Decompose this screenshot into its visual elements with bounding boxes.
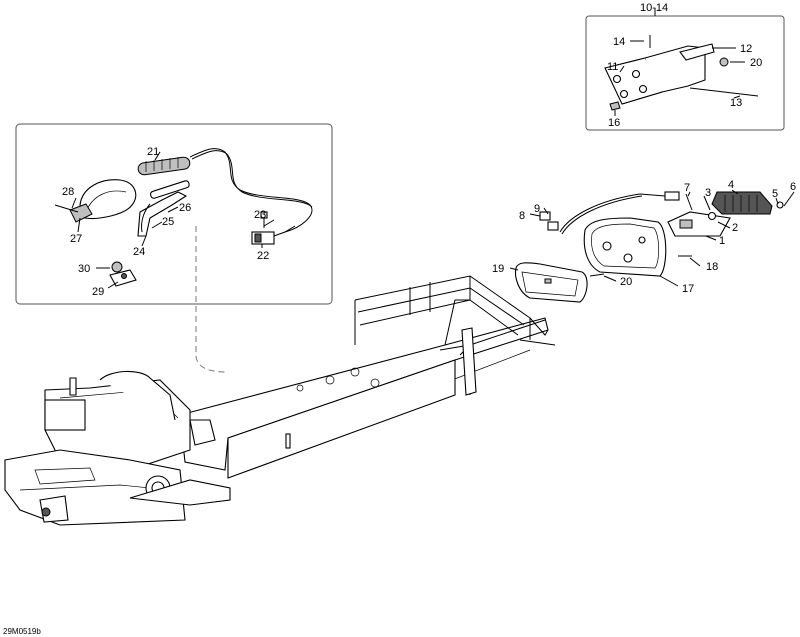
callout-21: 21 [147,146,159,158]
callout-26: 26 [179,202,191,214]
callout-labels: 1 2 3 4 5 6 7 8 9 11 12 13 14 16 17 18 1… [3,2,796,636]
callout-4: 4 [728,179,734,191]
callout-29: 29 [92,286,104,298]
callout-1: 1 [719,235,725,247]
callout-22: 22 [257,250,269,262]
callout-30: 30 [78,263,90,275]
connector-part [251,211,296,245]
taillight-wire [559,193,666,233]
callout-6: 6 [790,181,796,193]
callout-20-taillight: 20 [620,276,632,288]
callout-5: 5 [772,188,778,200]
bracket-part [137,180,190,237]
taillight-housing [583,217,667,277]
lamp-part [667,211,731,237]
callout-2: 2 [732,222,738,234]
wire-harness [189,148,313,233]
license-bracket-part [604,35,759,111]
taillight-lens [514,262,588,303]
callout-7: 7 [684,182,690,194]
callout-25: 25 [162,216,174,228]
mirror-part [54,179,137,223]
callout-11: 11 [607,61,618,73]
callout-18: 18 [706,261,718,273]
callout-27: 27 [70,233,82,245]
callout-14: 14 [613,36,625,48]
grip-part [137,156,191,176]
callout-3: 3 [705,187,711,199]
leader-lines [71,40,795,289]
callout-19: 19 [492,263,504,275]
detail-box-handlebar [15,123,333,305]
callout-24: 24 [133,246,145,258]
callout-20-bracket: 20 [750,57,762,69]
callout-16: 16 [608,117,620,129]
fastener-part [109,261,137,287]
callout-8: 8 [519,210,525,222]
tail-lens-ribbed [711,191,773,215]
callout-12: 12 [740,43,752,55]
detail-box-license-bracket [585,15,785,131]
callout-13: 13 [730,97,742,109]
leader-dashed [195,226,227,373]
callout-17: 17 [682,283,694,295]
callout-23: 23 [254,209,266,221]
callout-group-10-14: 10-14 [640,2,668,14]
frame-rack-assembly [4,275,556,526]
small-hardware [539,193,784,277]
callout-28: 28 [62,186,74,198]
callout-9: 9 [534,203,540,215]
reference-code: 29M0519b [3,627,41,636]
